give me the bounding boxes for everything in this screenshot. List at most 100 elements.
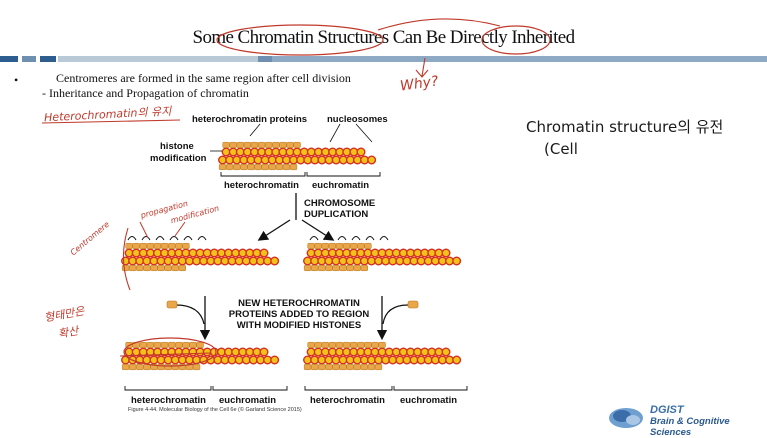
heterochromatin-protein — [321, 242, 329, 249]
annotation-arrow-why — [415, 57, 429, 78]
heterochromatin-protein — [279, 141, 287, 148]
annotation-underline-hetero — [41, 119, 181, 124]
heterochromatin-protein — [250, 141, 259, 148]
label-euchromatin-bottom-left: euchromatin — [219, 395, 277, 406]
arrow-duplication-right — [301, 219, 335, 241]
heterochromatin-protein — [353, 265, 361, 272]
heterochromatin-protein — [342, 341, 351, 348]
label-new-hetero-3: WITH MODIFIED HISTONES — [236, 320, 362, 331]
modification-arc — [379, 236, 389, 241]
heterochromatin-protein — [318, 364, 326, 371]
heterochromatin-protein — [175, 341, 183, 348]
heterochromatin-protein — [196, 341, 204, 348]
heterochromatin-protein — [293, 141, 301, 148]
heterochromatin-protein — [339, 265, 347, 272]
heterochromatin-protein — [335, 341, 344, 348]
heterochromatin-protein — [254, 164, 262, 171]
bullet-symbol: • — [14, 73, 19, 87]
title-divider-band — [0, 56, 767, 62]
fiber-bottom-right — [303, 341, 462, 371]
nucleosome — [441, 248, 451, 258]
heterochromatin-protein — [243, 141, 252, 148]
nucleosome — [259, 347, 269, 357]
heterochromatin-protein — [160, 341, 169, 348]
leader-nuc1 — [329, 123, 341, 143]
band-segment-accent — [258, 56, 272, 62]
heterochromatin-protein — [129, 265, 137, 272]
nucleosome — [259, 248, 269, 258]
modification-arc — [127, 236, 137, 241]
heterochromatin-protein — [226, 164, 234, 171]
modification-arc — [197, 236, 207, 241]
arrow-duplication-left — [257, 219, 291, 241]
heterochromatin-protein — [164, 364, 172, 371]
heterochromatin-protein — [311, 364, 319, 371]
arcs-middle-left-top — [127, 236, 207, 241]
nucleosome — [270, 355, 280, 365]
heterochromatin-protein — [160, 242, 169, 249]
fiber-top — [218, 141, 377, 171]
band-segment-dark2 — [40, 56, 56, 62]
label-euchromatin-top: euchromatin — [312, 180, 370, 191]
heterochromatin-protein — [325, 265, 333, 272]
heterochromatin-protein — [192, 364, 201, 371]
heterochromatin-protein — [321, 341, 329, 348]
heterochromatin-protein — [268, 164, 276, 171]
arcs-middle-right-top — [309, 236, 389, 241]
heterochromatin-protein — [289, 164, 298, 171]
heterochromatin-protein — [303, 364, 312, 371]
modification-arc — [155, 236, 165, 241]
heterochromatin-protein — [261, 164, 269, 171]
label-heterochromatin-bottom-right: heterochromatin — [310, 395, 385, 406]
heterochromatin-protein — [153, 341, 162, 348]
heterochromatin-protein — [311, 265, 319, 272]
heterochromatin-protein — [353, 364, 361, 371]
modification-arc — [169, 236, 179, 241]
dgist-logo: DGIST Brain & Cognitive Sciences — [606, 404, 766, 438]
label-new-hetero-2: PROTEINS ADDED TO REGION — [228, 309, 370, 320]
sub-bullet-text: - Inheritance and Propagation of chromat… — [42, 86, 249, 100]
free-protein-left — [166, 300, 178, 309]
heterochromatin-protein — [303, 265, 312, 272]
annotation-circle-title-2 — [481, 25, 551, 55]
nucleosome — [441, 347, 451, 357]
bracket-br-eu — [393, 386, 468, 391]
fiber-middle-right — [303, 242, 462, 272]
annotation-arc-title — [377, 18, 501, 31]
band-segment-tail — [272, 56, 767, 62]
heterochromatin-protein — [360, 265, 369, 272]
heterochromatin-protein — [335, 242, 344, 249]
heterochromatin-protein — [171, 265, 179, 272]
annotation-bracket-left — [122, 227, 131, 291]
heterochromatin-protein — [342, 242, 351, 249]
heterochromatin-protein — [178, 265, 186, 272]
heterochromatin-protein — [332, 364, 340, 371]
leader-hp — [249, 123, 261, 137]
modification-arc — [183, 236, 193, 241]
annotation-circle-title-1 — [216, 24, 384, 56]
heterochromatin-protein — [350, 341, 358, 348]
heterochromatin-protein — [171, 364, 179, 371]
brain-logo-icon — [609, 408, 643, 428]
heterochromatin-protein — [328, 242, 337, 249]
label-histone: histone — [160, 141, 194, 152]
heterochromatin-protein — [121, 265, 130, 272]
heterochromatin-protein — [346, 364, 354, 371]
nucleosome — [452, 256, 462, 266]
heterochromatin-protein — [325, 364, 333, 371]
heterochromatin-protein — [182, 242, 190, 249]
heterochromatin-protein — [272, 141, 280, 148]
heterochromatin-protein — [307, 341, 315, 348]
nucleosome — [270, 256, 280, 266]
logo-name: DGIST — [650, 404, 684, 416]
heterochromatin-protein — [229, 141, 237, 148]
label-nucleosomes: nucleosomes — [327, 114, 388, 125]
heterochromatin-protein — [233, 164, 241, 171]
heterochromatin-protein — [182, 341, 190, 348]
heterochromatin-protein — [164, 265, 172, 272]
heterochromatin-protein — [350, 242, 358, 249]
heterochromatin-protein — [132, 242, 140, 249]
heterochromatin-protein — [374, 364, 383, 371]
heterochromatin-protein — [139, 242, 147, 249]
leader-nuc2 — [355, 123, 373, 143]
